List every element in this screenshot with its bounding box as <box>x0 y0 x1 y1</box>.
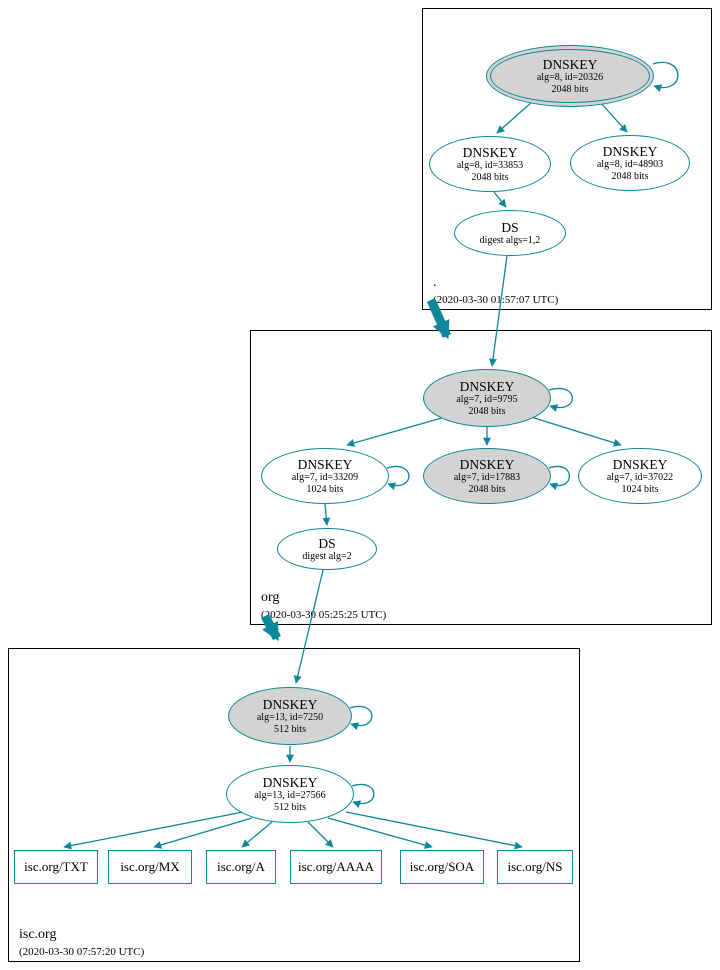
ds-org[interactable]: DS digest alg=2 <box>277 528 377 570</box>
node-title: DNSKEY <box>612 457 668 472</box>
node-detail: 1024 bits <box>621 483 659 495</box>
node-detail: alg=13, id=7250 <box>256 712 324 723</box>
zone-timestamp-org: (2020-03-30 05:25:25 UTC) <box>261 609 387 621</box>
node-detail: digest alg=2 <box>302 550 352 562</box>
rrset-label: isc.org/AAAA <box>298 859 374 874</box>
node-detail: alg=8, id=48903 <box>596 159 664 170</box>
dnskey-org-zsk-37022[interactable]: DNSKEY alg=7, id=37022 1024 bits <box>578 448 702 504</box>
node-title: DNSKEY <box>459 457 515 472</box>
node-detail: alg=7, id=33209 <box>291 472 359 483</box>
zone-timestamp-root: (2020-03-30 01:57:07 UTC) <box>433 294 559 306</box>
zone-name-isc-org: isc.org <box>19 927 57 942</box>
rrset-isc-org-aaaa[interactable]: isc.org/AAAA <box>290 850 382 884</box>
zone-box-org: org (2020-03-30 05:25:25 UTC) <box>250 330 712 625</box>
node-detail: alg=8, id=33853 <box>456 160 524 171</box>
node-detail: 1024 bits <box>306 483 344 495</box>
dnskey-org-zsk-33209[interactable]: DNSKEY alg=7, id=33209 1024 bits <box>261 448 389 504</box>
rrset-label: isc.org/NS <box>507 859 563 874</box>
node-title: DNSKEY <box>602 144 658 159</box>
dnskey-org-ksk-9795[interactable]: DNSKEY alg=7, id=9795 2048 bits <box>423 369 551 427</box>
rrset-isc-org-ns[interactable]: isc.org/NS <box>497 850 573 884</box>
zone-name-root: . <box>433 275 437 290</box>
node-title: DNSKEY <box>459 379 515 394</box>
node-title: DNSKEY <box>542 57 598 72</box>
node-title: DNSKEY <box>297 457 353 472</box>
dnskey-isc-ksk-7250[interactable]: DNSKEY alg=13, id=7250 512 bits <box>228 687 352 745</box>
rrset-label: isc.org/MX <box>120 859 180 874</box>
node-title: DS <box>501 219 519 235</box>
node-title: DNSKEY <box>462 145 518 160</box>
node-title: DNSKEY <box>262 697 318 712</box>
node-detail: 512 bits <box>274 723 306 735</box>
zone-timestamp-isc-org: (2020-03-30 07:57:20 UTC) <box>19 946 145 958</box>
rrset-isc-org-txt[interactable]: isc.org/TXT <box>14 850 98 884</box>
node-title: DNSKEY <box>262 775 318 790</box>
zone-box-isc-org: isc.org (2020-03-30 07:57:20 UTC) <box>8 648 580 962</box>
node-title: DS <box>318 535 336 551</box>
node-detail: alg=7, id=37022 <box>606 472 674 483</box>
node-detail: alg=8, id=20326 <box>536 72 604 83</box>
dnskey-org-ksk-17883[interactable]: DNSKEY alg=7, id=17883 2048 bits <box>423 448 551 504</box>
node-detail: 2048 bits <box>471 171 509 183</box>
dnskey-isc-zsk-27566[interactable]: DNSKEY alg=13, id=27566 512 bits <box>226 765 354 823</box>
zone-name-org: org <box>261 590 280 605</box>
node-detail: 512 bits <box>274 801 306 813</box>
node-detail: 2048 bits <box>611 170 649 182</box>
node-detail: alg=7, id=9795 <box>456 394 518 405</box>
rrset-label: isc.org/A <box>217 859 265 874</box>
dnskey-root-zsk-33853[interactable]: DNSKEY alg=8, id=33853 2048 bits <box>429 136 551 192</box>
rrset-label: isc.org/SOA <box>409 859 475 874</box>
ds-root[interactable]: DS digest algs=1,2 <box>454 210 566 256</box>
dnskey-root-zsk-48903[interactable]: DNSKEY alg=8, id=48903 2048 bits <box>570 135 690 191</box>
rrset-isc-org-soa[interactable]: isc.org/SOA <box>400 850 484 884</box>
node-detail: 2048 bits <box>551 83 589 95</box>
dnskey-root-ksk-20326[interactable]: DNSKEY alg=8, id=20326 2048 bits <box>486 45 654 107</box>
rrset-isc-org-a[interactable]: isc.org/A <box>206 850 276 884</box>
node-detail: 2048 bits <box>468 405 506 417</box>
node-detail: digest algs=1,2 <box>479 234 541 246</box>
node-detail: alg=7, id=17883 <box>453 472 521 483</box>
rrset-label: isc.org/TXT <box>24 859 88 874</box>
rrset-isc-org-mx[interactable]: isc.org/MX <box>108 850 192 884</box>
node-detail: 2048 bits <box>468 483 506 495</box>
node-detail: alg=13, id=27566 <box>254 790 326 801</box>
